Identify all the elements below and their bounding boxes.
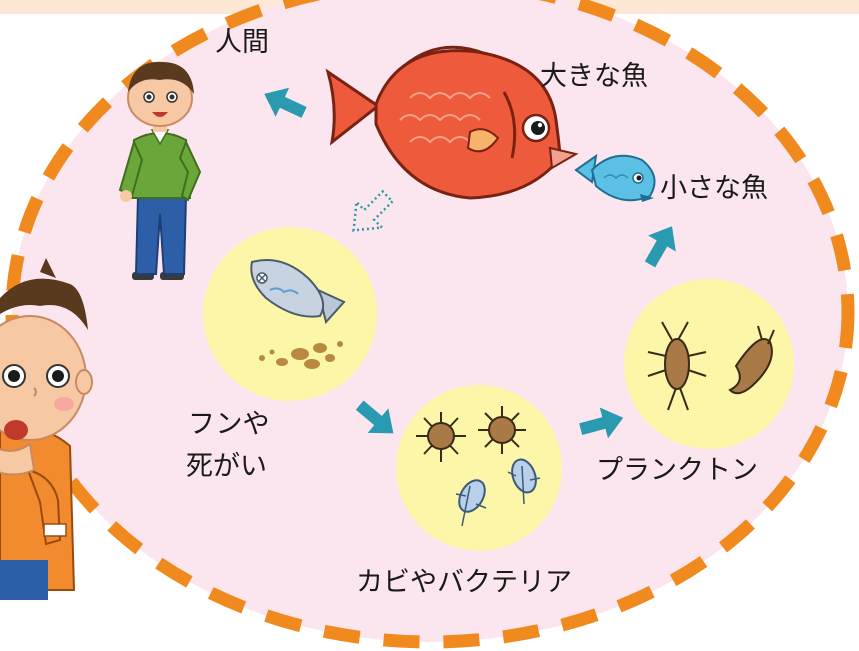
plankton-label: プランクトン	[596, 455, 758, 486]
dotted-arrow-icon	[352, 189, 395, 232]
dead-fish-icon	[250, 259, 346, 325]
big-red-fish-icon	[325, 45, 579, 200]
cycle-arrow-icon	[264, 87, 676, 439]
mold-bacteria-label: カビやバクテリア	[356, 567, 572, 598]
human-label: 人間	[215, 27, 269, 58]
big-fish-label: 大きな魚	[540, 61, 648, 92]
thinking-boy-figure	[0, 258, 88, 600]
human-figure	[118, 61, 202, 280]
dung-particles-icon	[259, 341, 343, 369]
plankton-bubble	[624, 279, 794, 449]
small-fish-label: 小さな魚	[660, 173, 768, 204]
plankton-icon	[647, 321, 775, 411]
mold-bacteria-icon	[416, 406, 541, 527]
dung-label-line1: フンや	[188, 409, 270, 440]
dung-bubble	[203, 227, 377, 401]
boy-ear	[75, 369, 93, 395]
small-blue-fish-icon	[574, 153, 656, 202]
mold-bubble	[396, 385, 562, 551]
dung-label-line2: 死がい	[186, 451, 267, 482]
